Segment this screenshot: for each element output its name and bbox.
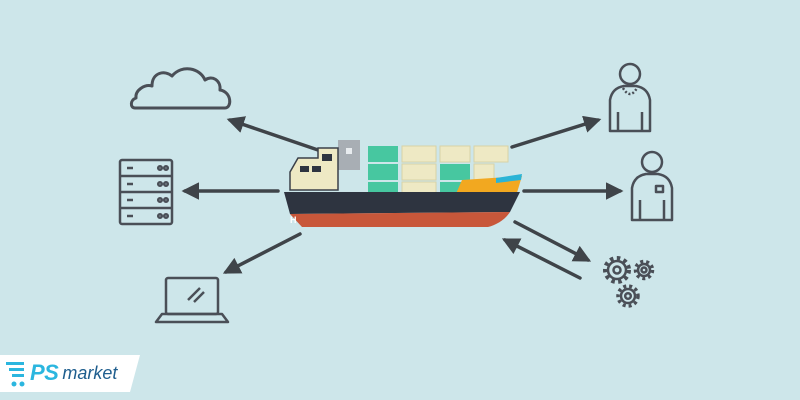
arrow-to-laptop: [222, 232, 302, 274]
cart-icon: [6, 362, 25, 387]
hull-number: H: [290, 215, 297, 225]
logo-brand: PS: [30, 360, 59, 385]
container-ship: H: [284, 140, 522, 227]
cloud-icon: [129, 67, 232, 110]
logo-badge: [0, 355, 140, 392]
arrow-to-cloud: [226, 116, 320, 152]
user-icon: [608, 62, 652, 133]
server-icon: [118, 158, 174, 226]
logo-text: PS market: [30, 358, 117, 388]
gears-icon: [603, 256, 655, 308]
connector-arrows: [181, 115, 624, 280]
laptop-icon: [154, 276, 230, 324]
arrow-to-user-1: [510, 115, 602, 149]
arrow-to-gears: [513, 220, 592, 262]
user-icon: [630, 150, 674, 222]
logo-suffix: market: [62, 362, 118, 383]
arrow-from-gears: [501, 238, 582, 280]
